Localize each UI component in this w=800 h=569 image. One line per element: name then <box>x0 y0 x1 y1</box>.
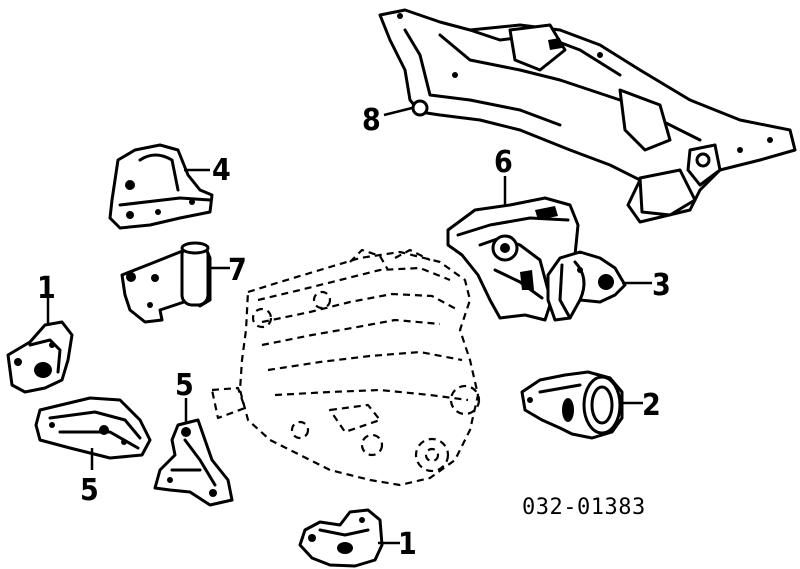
callout-3: 3 <box>652 268 671 303</box>
mount-right-part <box>546 250 627 322</box>
damper-part <box>120 241 212 324</box>
callout-1-upper: 1 <box>37 271 56 306</box>
subframe-part <box>378 8 797 224</box>
callout-4: 4 <box>212 153 231 188</box>
callout-8: 8 <box>362 103 381 138</box>
mount-bottom-part <box>298 508 384 568</box>
callout-6: 6 <box>494 145 513 180</box>
callout-2: 2 <box>642 388 661 423</box>
bracket-lower-center-part <box>153 418 234 507</box>
callout-5-center: 5 <box>175 368 194 403</box>
callout-5-left: 5 <box>80 473 99 508</box>
mount-upper-left-part <box>108 143 214 230</box>
leader-8 <box>383 106 413 117</box>
part-number-label: 032-01383 <box>522 495 646 520</box>
callout-1-bottom: 1 <box>398 527 417 562</box>
callout-7: 7 <box>228 253 247 288</box>
bracket-lower-left-part <box>34 396 152 460</box>
mount-mid-left-part <box>6 320 74 394</box>
engine-phantom <box>210 248 481 487</box>
mount-front-part <box>520 370 624 440</box>
